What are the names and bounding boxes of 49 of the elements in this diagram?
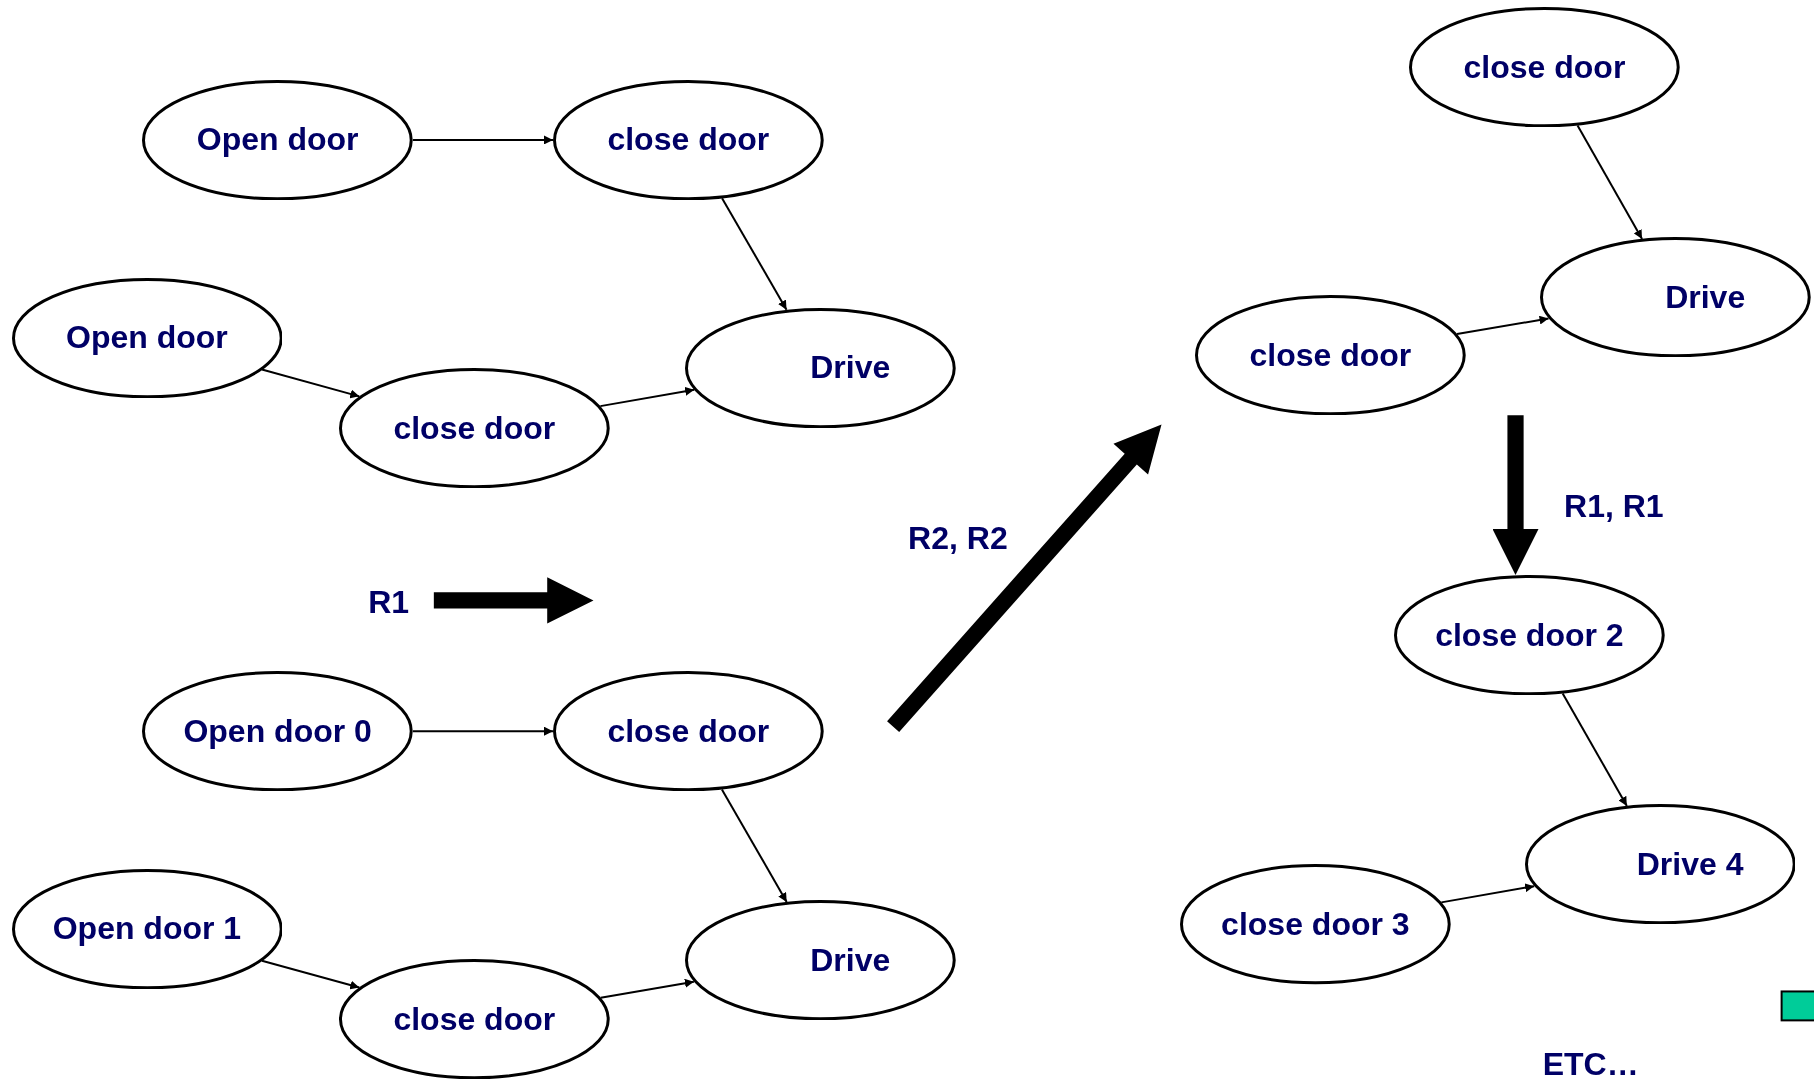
state-ellipse bbox=[11, 868, 283, 990]
state-ellipse bbox=[684, 900, 956, 1021]
state-ellipse bbox=[142, 79, 413, 201]
rule-label: R1, R1 bbox=[1564, 487, 1664, 525]
state-ellipse bbox=[11, 277, 283, 398]
rule-label: ETC… bbox=[1542, 1045, 1639, 1083]
arrow bbox=[1440, 883, 1536, 904]
state-ellipse bbox=[553, 671, 824, 792]
state-ellipse bbox=[338, 367, 610, 489]
node-label: Open door bbox=[66, 319, 228, 357]
arrow bbox=[1561, 692, 1628, 807]
state-ellipse bbox=[1394, 574, 1665, 696]
state-ellipse bbox=[142, 671, 413, 792]
node-label: Open door 0 bbox=[183, 712, 372, 750]
state-ellipse bbox=[1539, 237, 1811, 358]
arrow bbox=[721, 197, 788, 311]
state-ellipse bbox=[1180, 864, 1451, 985]
state-ellipse bbox=[1524, 804, 1796, 925]
arrow bbox=[599, 978, 695, 999]
arrow bbox=[260, 368, 361, 399]
node-label: close door 3 bbox=[1221, 905, 1410, 943]
arrow bbox=[720, 788, 788, 903]
node-label: close door bbox=[1463, 48, 1626, 86]
state-ellipse bbox=[1409, 6, 1680, 128]
arrow bbox=[1576, 124, 1644, 240]
node-label: Open door bbox=[196, 121, 359, 159]
node-label: Drive bbox=[810, 941, 891, 979]
arrow bbox=[260, 959, 361, 990]
state-ellipse bbox=[553, 79, 824, 201]
rule-label: R2, R2 bbox=[908, 519, 1008, 557]
state-ellipse bbox=[684, 307, 956, 429]
node-label: close door bbox=[607, 712, 770, 750]
node-label: close door bbox=[1249, 336, 1412, 374]
arrow bbox=[599, 386, 696, 408]
node-label: Drive 4 bbox=[1636, 845, 1744, 883]
node-label: close door 2 bbox=[1435, 616, 1624, 654]
node-label: close door bbox=[393, 1000, 556, 1038]
node-label: close door bbox=[393, 409, 556, 447]
arrow bbox=[412, 726, 554, 736]
arrow bbox=[412, 135, 554, 145]
node-label: Drive bbox=[1665, 278, 1746, 316]
state-ellipse bbox=[338, 959, 610, 1080]
block-arrow bbox=[1492, 415, 1539, 575]
arrow bbox=[1456, 315, 1550, 335]
node-label: Drive bbox=[810, 349, 891, 387]
rule-label: R1 bbox=[368, 583, 410, 621]
state-ellipse bbox=[1195, 295, 1466, 416]
node-label: Open door 1 bbox=[52, 910, 242, 948]
node-label: close door bbox=[607, 121, 770, 159]
